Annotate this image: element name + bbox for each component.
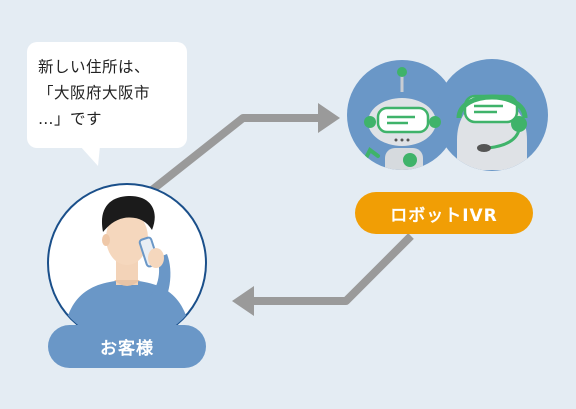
robot-group: [347, 59, 548, 171]
customer-speech: 新しい住所は、 「大阪府大阪市 …」です: [38, 54, 178, 132]
robot-2: [456, 94, 528, 170]
arrow-head-right: [318, 103, 340, 133]
robot-1: [364, 67, 441, 170]
speech-bubble: [27, 42, 187, 166]
arrow-customer-to-robot: [149, 114, 326, 194]
customer-label: お客様: [48, 325, 206, 368]
arrow-robot-to-customer: [250, 233, 414, 305]
speech-line-3: …」です: [38, 110, 103, 128]
arrow-head-left: [232, 286, 254, 316]
customer-avatar: [47, 183, 207, 343]
speech-line-2: 「大阪府大阪市: [38, 84, 151, 102]
speech-line-1: 新しい住所は、: [38, 58, 151, 76]
robot-ivr-label: ロボットIVR: [355, 192, 533, 234]
